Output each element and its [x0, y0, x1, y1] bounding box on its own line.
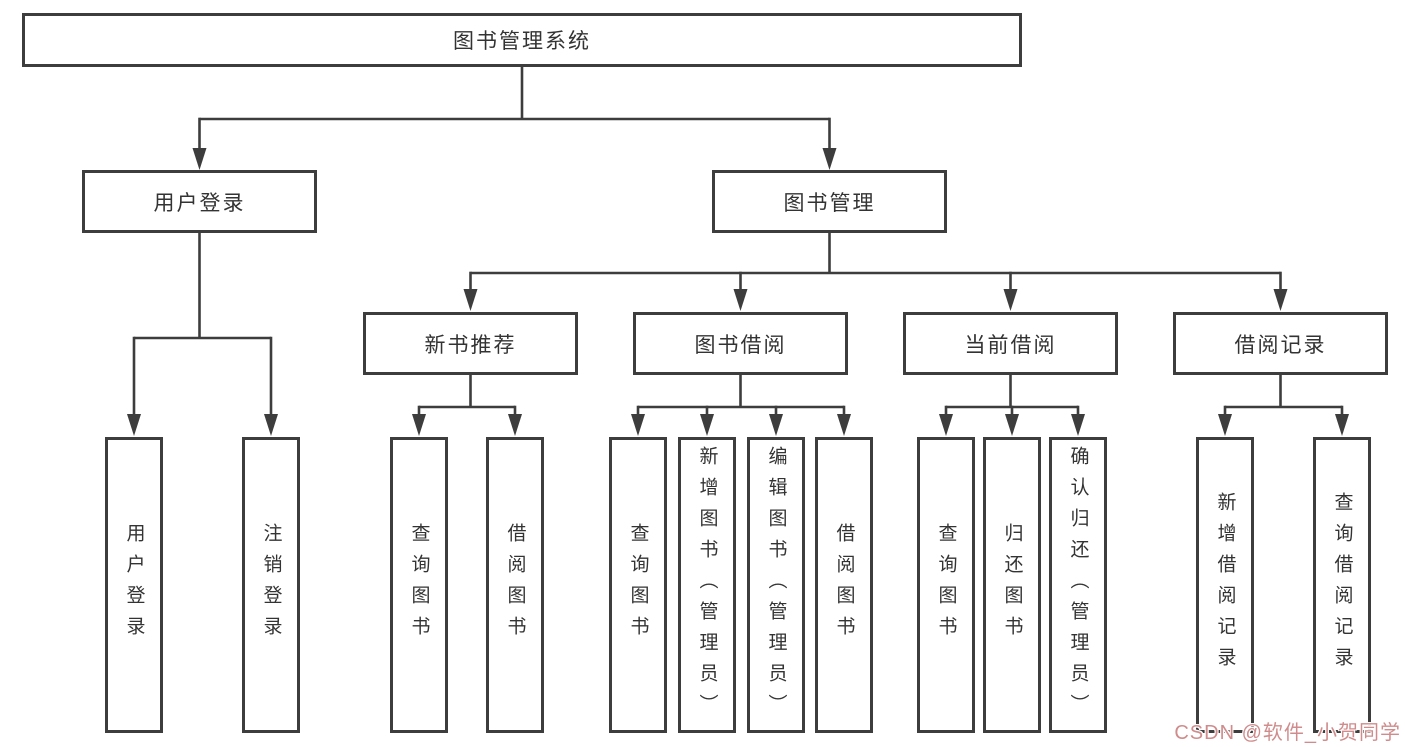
node-root: 图书管理系统: [22, 13, 1022, 67]
leaf-confirm-return-admin: 确认归还（管理员）: [1049, 437, 1107, 733]
leaf-query-borrow-record: 查询借阅记录: [1313, 437, 1371, 733]
leaf-add-book-admin: 新增图书（管理员）: [678, 437, 736, 733]
leaf-user-login-label: 用户登录: [123, 523, 145, 647]
leaf-query-book-recommend: 查询图书: [390, 437, 448, 733]
leaf-logout-label: 注销登录: [260, 523, 282, 647]
leaf-edit-book-admin-label: 编辑图书（管理员）: [765, 445, 787, 725]
node-root-label: 图书管理系统: [453, 30, 591, 53]
leaf-query-book-current-label: 查询图书: [935, 523, 957, 647]
node-user-login-branch-label: 用户登录: [153, 191, 246, 215]
leaf-borrow-book-recommend: 借阅图书: [486, 437, 544, 733]
leaf-query-book-borrow: 查询图书: [609, 437, 667, 733]
leaf-return-book: 归还图书: [983, 437, 1041, 733]
leaf-confirm-return-admin-label: 确认归还（管理员）: [1067, 445, 1089, 725]
node-current-borrow: 当前借阅: [903, 312, 1118, 375]
leaf-borrow-book-label: 借阅图书: [833, 523, 855, 647]
leaf-add-book-admin-label: 新增图书（管理员）: [696, 445, 718, 725]
node-current-borrow-label: 当前借阅: [964, 333, 1057, 357]
leaf-query-book-current: 查询图书: [917, 437, 975, 733]
leaf-query-borrow-record-label: 查询借阅记录: [1331, 492, 1353, 678]
csdn-watermark: CSDN @软件_小贺同学: [1174, 722, 1401, 744]
node-new-book-recommend: 新书推荐: [363, 312, 578, 375]
node-book-management-branch-label: 图书管理: [783, 191, 876, 215]
leaf-borrow-book: 借阅图书: [815, 437, 873, 733]
leaf-edit-book-admin: 编辑图书（管理员）: [747, 437, 805, 733]
node-borrow-records-label: 借阅记录: [1234, 333, 1327, 357]
leaf-query-book-recommend-label: 查询图书: [408, 523, 430, 647]
leaf-borrow-book-recommend-label: 借阅图书: [504, 523, 526, 647]
leaf-add-borrow-record: 新增借阅记录: [1196, 437, 1254, 733]
node-new-book-recommend-label: 新书推荐: [424, 333, 517, 357]
node-book-borrow-label: 图书借阅: [694, 333, 787, 357]
leaf-logout: 注销登录: [242, 437, 300, 733]
node-user-login-branch: 用户登录: [82, 170, 317, 233]
leaf-user-login: 用户登录: [105, 437, 163, 733]
node-book-management-branch: 图书管理: [712, 170, 947, 233]
node-book-borrow: 图书借阅: [633, 312, 848, 375]
leaf-query-book-borrow-label: 查询图书: [627, 523, 649, 647]
leaf-return-book-label: 归还图书: [1001, 523, 1023, 647]
node-borrow-records: 借阅记录: [1173, 312, 1388, 375]
leaf-add-borrow-record-label: 新增借阅记录: [1214, 492, 1236, 678]
